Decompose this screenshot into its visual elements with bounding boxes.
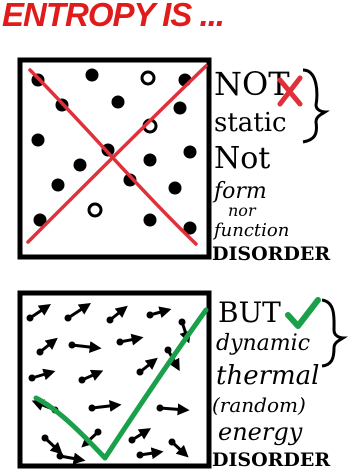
particle-dot xyxy=(113,97,123,107)
brace-bottom xyxy=(322,300,343,366)
particle-dot xyxy=(57,453,64,460)
word-static: static xyxy=(214,108,287,138)
particle-dot xyxy=(42,435,49,442)
particle-dot xyxy=(170,183,180,193)
word-not-2: Not xyxy=(214,141,270,176)
particle-dot xyxy=(129,437,136,444)
particle-dot xyxy=(87,70,97,80)
particle-dot xyxy=(33,135,43,145)
brace-top xyxy=(303,70,325,142)
particle-dot xyxy=(185,223,195,233)
word-but: BUT xyxy=(218,296,281,329)
small-green-check-icon xyxy=(288,300,318,326)
word-not: NOT xyxy=(214,65,290,103)
particle-dot xyxy=(69,342,76,349)
particle-dots xyxy=(33,70,195,233)
particle-dot xyxy=(185,147,195,157)
particle-dot xyxy=(147,312,154,319)
particle-dot xyxy=(175,103,185,113)
particle-dot xyxy=(29,375,36,382)
particle-dot xyxy=(53,180,63,190)
word-thermal: thermal xyxy=(216,361,319,391)
word-disorder-bottom: DISORDER xyxy=(212,449,330,471)
particle-dot xyxy=(37,349,44,356)
particle-dot xyxy=(137,452,144,459)
particle-dot xyxy=(79,377,86,384)
particle-arrow xyxy=(68,305,88,318)
word-random: (random) xyxy=(212,393,306,417)
particle-dot xyxy=(75,160,85,170)
particle-dot xyxy=(89,405,96,412)
particle-dot xyxy=(137,369,144,376)
particle-dot xyxy=(165,347,172,354)
particle-dot xyxy=(27,315,34,322)
particle-dot xyxy=(169,439,176,446)
particle-arrow xyxy=(160,408,186,410)
particle-dot xyxy=(117,339,124,346)
particle-dot xyxy=(107,317,114,324)
word-energy: energy xyxy=(218,418,303,446)
word-disorder-top: DISORDER xyxy=(212,243,330,265)
particle-arrow xyxy=(92,405,118,408)
particle-dot xyxy=(142,72,154,84)
particle-arrows xyxy=(27,305,189,460)
particle-dot xyxy=(65,315,72,322)
green-check-mark xyxy=(36,310,206,458)
particle-dot xyxy=(145,215,155,225)
particle-dot xyxy=(89,204,101,216)
red-cross-mark xyxy=(28,66,206,244)
word-dynamic: dynamic xyxy=(216,331,310,356)
word-nor: nor xyxy=(228,201,257,220)
word-function: function xyxy=(212,220,289,241)
particle-arrow xyxy=(72,345,98,348)
particle-dot xyxy=(145,155,155,165)
particle-dot xyxy=(157,405,164,412)
particle-dot xyxy=(35,215,45,225)
particle-dot xyxy=(95,429,102,436)
particle-dot xyxy=(179,319,186,326)
